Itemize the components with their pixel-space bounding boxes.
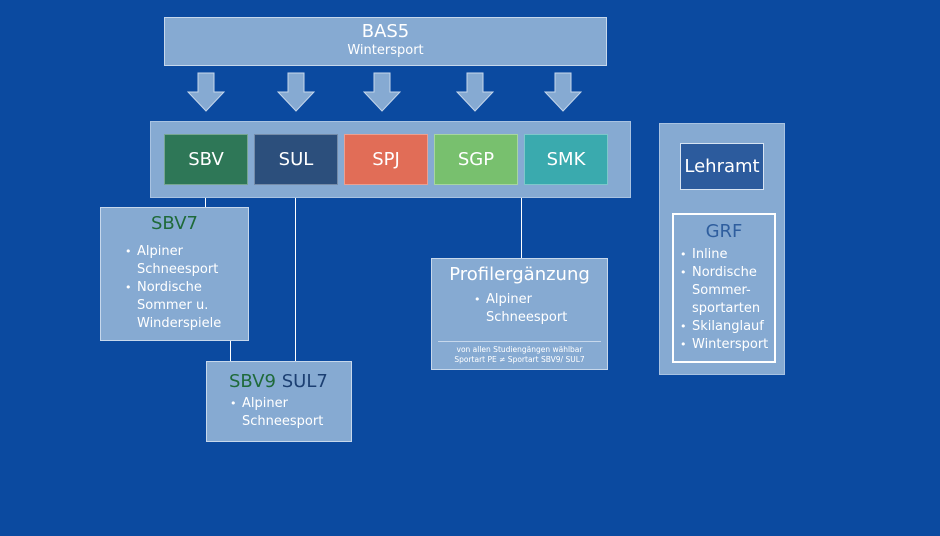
sbv7-title: SBV7	[151, 213, 198, 234]
list-item: Nordische Sommer u. Winderspiele	[125, 279, 237, 333]
down-arrow-icon	[456, 72, 494, 112]
down-arrow-icon	[277, 72, 315, 112]
connector-sbv7-sbv9	[230, 341, 231, 361]
program-smk: SMK	[524, 134, 608, 185]
list-item: Wintersport	[680, 336, 768, 354]
list-item: Alpiner Schneesport	[125, 243, 248, 279]
list-item: Inline	[680, 246, 766, 264]
list-item: Nordische Sommer-sportarten	[680, 264, 766, 318]
grf-title: GRF	[705, 221, 743, 242]
profil-note-line: Sportart PE ≠ Sportart SBV9/ SUL7	[454, 355, 585, 364]
sbv9-list: Alpiner Schneesport	[230, 395, 330, 431]
program-spj: SPJ	[344, 134, 428, 185]
program-sul: SUL	[254, 134, 338, 185]
connector-smk-profil	[521, 198, 522, 258]
list-item: Skilanglauf	[680, 318, 766, 336]
program-sgp: SGP	[434, 134, 518, 185]
down-arrow-icon	[363, 72, 401, 112]
profilergaenzung-title: Profilergänzung	[449, 264, 590, 285]
lehramt-box: Lehramt	[680, 143, 764, 190]
profilergaenzung-card: Profilergänzung Alpiner Schneesport von …	[431, 258, 608, 370]
connector-sul-sbv9	[295, 185, 296, 361]
bas5-box: BAS5 Wintersport	[164, 17, 607, 66]
bas5-title: BAS5	[361, 21, 410, 42]
list-item: Alpiner Schneesport	[230, 395, 330, 431]
bas5-subtitle: Wintersport	[347, 43, 424, 58]
grf-card: GRF Inline Nordische Sommer-sportarten S…	[672, 213, 776, 363]
sbv9-sul7-card: SBV9 SUL7 Alpiner Schneesport	[206, 361, 352, 442]
sbv7-card: SBV7 Alpiner Schneesport Nordische Somme…	[100, 207, 249, 341]
list-item: Alpiner Schneesport	[474, 291, 574, 327]
grf-list: Inline Nordische Sommer-sportarten Skila…	[680, 246, 768, 354]
profil-list: Alpiner Schneesport	[474, 291, 574, 327]
sbv7-list: Alpiner Schneesport Nordische Sommer u. …	[125, 243, 248, 333]
profil-note-line: von allen Studiengängen wählbar	[456, 345, 583, 354]
profil-note: von allen Studiengängen wählbar Sportart…	[438, 341, 601, 365]
sbv9-label: SBV9	[229, 371, 276, 392]
down-arrow-icon	[187, 72, 225, 112]
program-sbv: SBV	[164, 134, 248, 185]
sul7-label: SUL7	[281, 371, 328, 392]
down-arrow-icon	[544, 72, 582, 112]
sbv9-sul7-title: SBV9 SUL7	[229, 371, 351, 393]
